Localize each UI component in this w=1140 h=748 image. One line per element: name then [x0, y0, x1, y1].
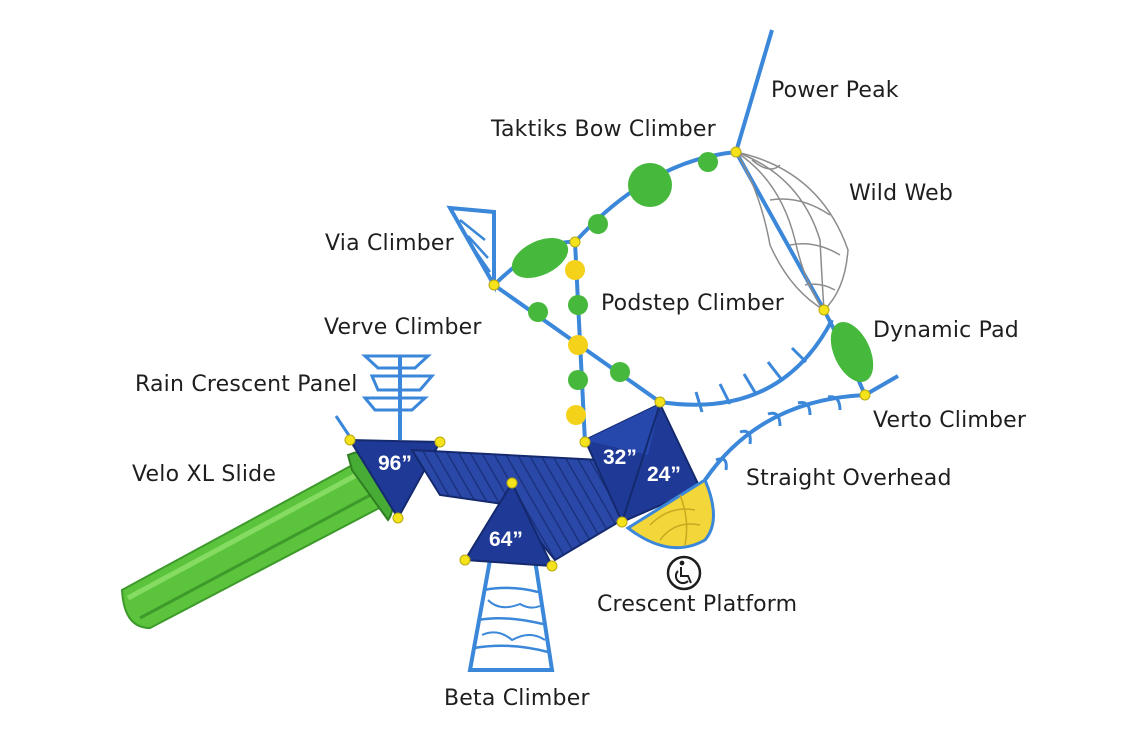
label-taktiks-bow-climber: Taktiks Bow Climber — [491, 117, 716, 142]
crescent-platform — [625, 477, 715, 550]
label-via-climber: Via Climber — [325, 231, 454, 256]
label-crescent-platform: Crescent Platform — [597, 592, 798, 617]
deck-height-24: 24” — [647, 463, 681, 486]
power-peak — [734, 29, 826, 311]
wheelchair-icon — [666, 555, 702, 591]
deck-height-32: 32” — [603, 446, 637, 469]
label-rain-crescent-panel: Rain Crescent Panel — [135, 372, 358, 397]
wild-web — [735, 151, 849, 311]
straight-overhead — [703, 393, 866, 482]
label-beta-climber: Beta Climber — [444, 686, 590, 711]
label-verve-climber: Verve Climber — [324, 315, 482, 340]
label-straight-overhead: Straight Overhead — [746, 466, 952, 491]
beta-climber — [467, 559, 555, 672]
deck-height-64: 64” — [489, 528, 523, 551]
verve-climber — [361, 354, 436, 440]
label-wild-web: Wild Web — [849, 181, 954, 206]
taktiks-bow-climber — [492, 150, 737, 287]
label-velo-xl-slide: Velo XL Slide — [132, 462, 277, 487]
label-podstep-climber: Podstep Climber — [601, 291, 785, 316]
verto-climber — [659, 319, 899, 413]
label-power-peak: Power Peak — [771, 78, 899, 103]
deck-structure — [348, 402, 702, 568]
label-dynamic-pad: Dynamic Pad — [873, 318, 1019, 343]
deck-height-96: 96” — [378, 452, 412, 475]
connector-clamps — [344, 146, 871, 572]
podstep-climber — [528, 241, 630, 443]
label-verto-climber: Verto Climber — [873, 408, 1027, 433]
dynamic-pad — [822, 309, 874, 396]
